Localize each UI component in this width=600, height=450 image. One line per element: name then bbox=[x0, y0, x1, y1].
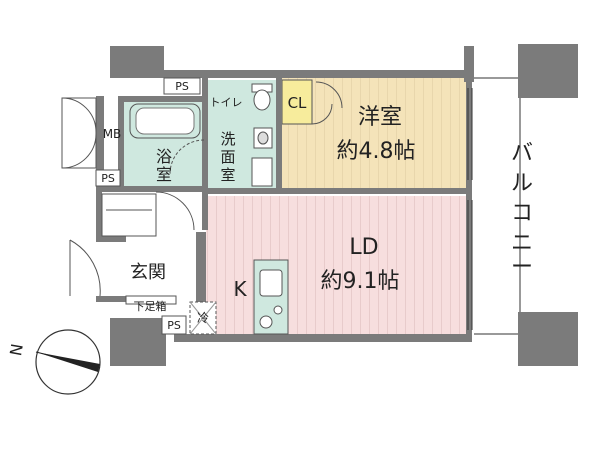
bath-name-bottom: 室 bbox=[156, 165, 172, 184]
bath-name-top: 浴 bbox=[156, 147, 172, 166]
western-room-size: 約4.8帖 bbox=[337, 139, 416, 164]
meter-box bbox=[61, 97, 97, 169]
windows bbox=[467, 88, 473, 330]
wash-basin-bowl bbox=[257, 131, 269, 145]
closet-floor bbox=[281, 79, 313, 125]
compass: N bbox=[6, 329, 101, 395]
door-swings bbox=[61, 81, 343, 297]
fridge-label: 冷 bbox=[197, 311, 209, 325]
entrance-name: 玄関 bbox=[130, 262, 166, 283]
ld-size: 約9.1帖 bbox=[321, 269, 400, 294]
washroom-char: 室 bbox=[220, 166, 235, 184]
bathtub-inner bbox=[135, 107, 195, 135]
toilet-bowl bbox=[253, 89, 271, 111]
western-room-name: 洋室 bbox=[358, 105, 402, 130]
stove-burner bbox=[273, 305, 283, 315]
ld-name: LD bbox=[349, 235, 378, 260]
shoe-box bbox=[125, 295, 177, 305]
laundry-pan bbox=[251, 157, 273, 187]
balcony-railing bbox=[474, 77, 521, 335]
ps-box bbox=[163, 77, 201, 95]
ps-box bbox=[95, 169, 121, 187]
ps-box bbox=[161, 315, 187, 335]
balcony-char: コ bbox=[511, 201, 533, 226]
ps-label: PS bbox=[101, 172, 115, 185]
closet-name: CL bbox=[288, 94, 307, 112]
kitchen-name: K bbox=[233, 277, 247, 301]
mb-label: MB bbox=[103, 127, 122, 141]
compass-needle bbox=[36, 352, 100, 372]
ld-floor bbox=[206, 196, 468, 336]
balcony-char: ル bbox=[511, 171, 533, 196]
entrance-step bbox=[101, 193, 157, 237]
balcony-char: バ bbox=[511, 141, 533, 166]
north-label: N bbox=[6, 342, 27, 357]
ps-label: PS bbox=[175, 80, 189, 93]
washroom-char: 面 bbox=[220, 148, 235, 166]
ps-label: PS bbox=[167, 319, 181, 332]
stove-burner bbox=[259, 315, 273, 329]
balcony-char: ニ bbox=[511, 231, 533, 256]
kitchen-sink bbox=[259, 269, 283, 297]
balcony-char: ー bbox=[511, 255, 533, 280]
walls bbox=[96, 44, 578, 366]
shoe-box-name: 下足箱 bbox=[134, 299, 167, 313]
toilet-name: トイレ bbox=[210, 96, 243, 109]
entrance-floor bbox=[100, 240, 204, 296]
washroom-char: 洗 bbox=[220, 130, 235, 148]
